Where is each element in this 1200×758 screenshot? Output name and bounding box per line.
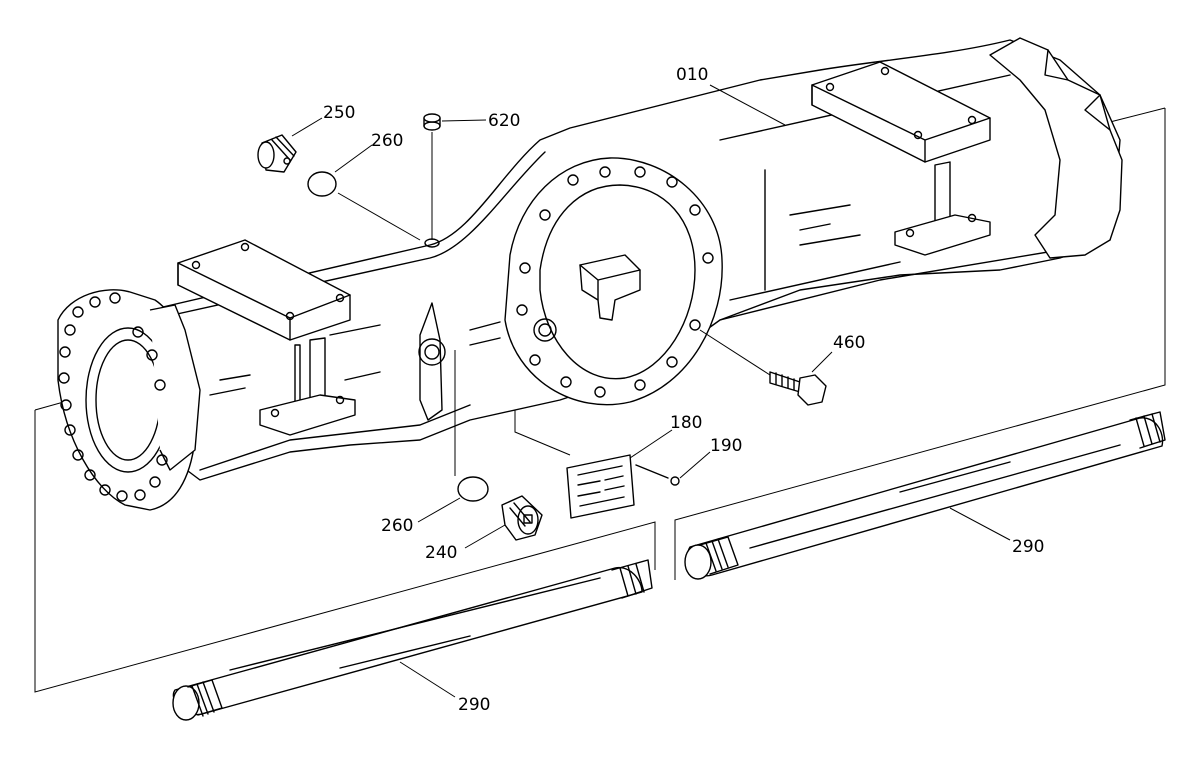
right-spring-pad <box>811 61 991 256</box>
flange-bolt-circle <box>516 166 714 398</box>
callout-250: 250 <box>323 103 355 123</box>
callout-290-upper: 290 <box>1012 537 1044 557</box>
part-260-oring-lower <box>454 350 489 502</box>
left-spring-pad <box>177 239 356 436</box>
leader-lines <box>291 84 1011 698</box>
callout-460: 460 <box>833 333 865 353</box>
callout-620: 620 <box>488 111 520 131</box>
part-290-shaft-lower <box>172 559 653 721</box>
callout-240: 240 <box>425 543 457 563</box>
callout-290-lower: 290 <box>458 695 490 715</box>
flange-bolt-holes <box>58 292 168 502</box>
callout-010: 010 <box>676 65 708 85</box>
differential-flange <box>504 157 723 406</box>
part-190-rivet <box>635 464 680 486</box>
callout-260-lower: 260 <box>381 516 413 536</box>
part-250-plug <box>257 134 297 173</box>
callout-260-upper: 260 <box>371 131 403 151</box>
part-460-bolt <box>699 329 827 406</box>
part-260-oring-upper <box>307 171 421 241</box>
callout-190: 190 <box>710 436 742 456</box>
part-620-cap <box>423 113 441 240</box>
part-290-shaft-upper <box>684 411 1166 580</box>
part-180-nameplate <box>566 454 635 519</box>
callout-180: 180 <box>670 413 702 433</box>
filler-boss <box>418 302 501 421</box>
right-hub-end <box>989 37 1123 259</box>
left-hub-flange <box>57 289 201 511</box>
part-240-plug <box>501 495 543 541</box>
callout-labels: 010 250 260 620 460 180 190 260 240 290 … <box>323 65 1044 715</box>
